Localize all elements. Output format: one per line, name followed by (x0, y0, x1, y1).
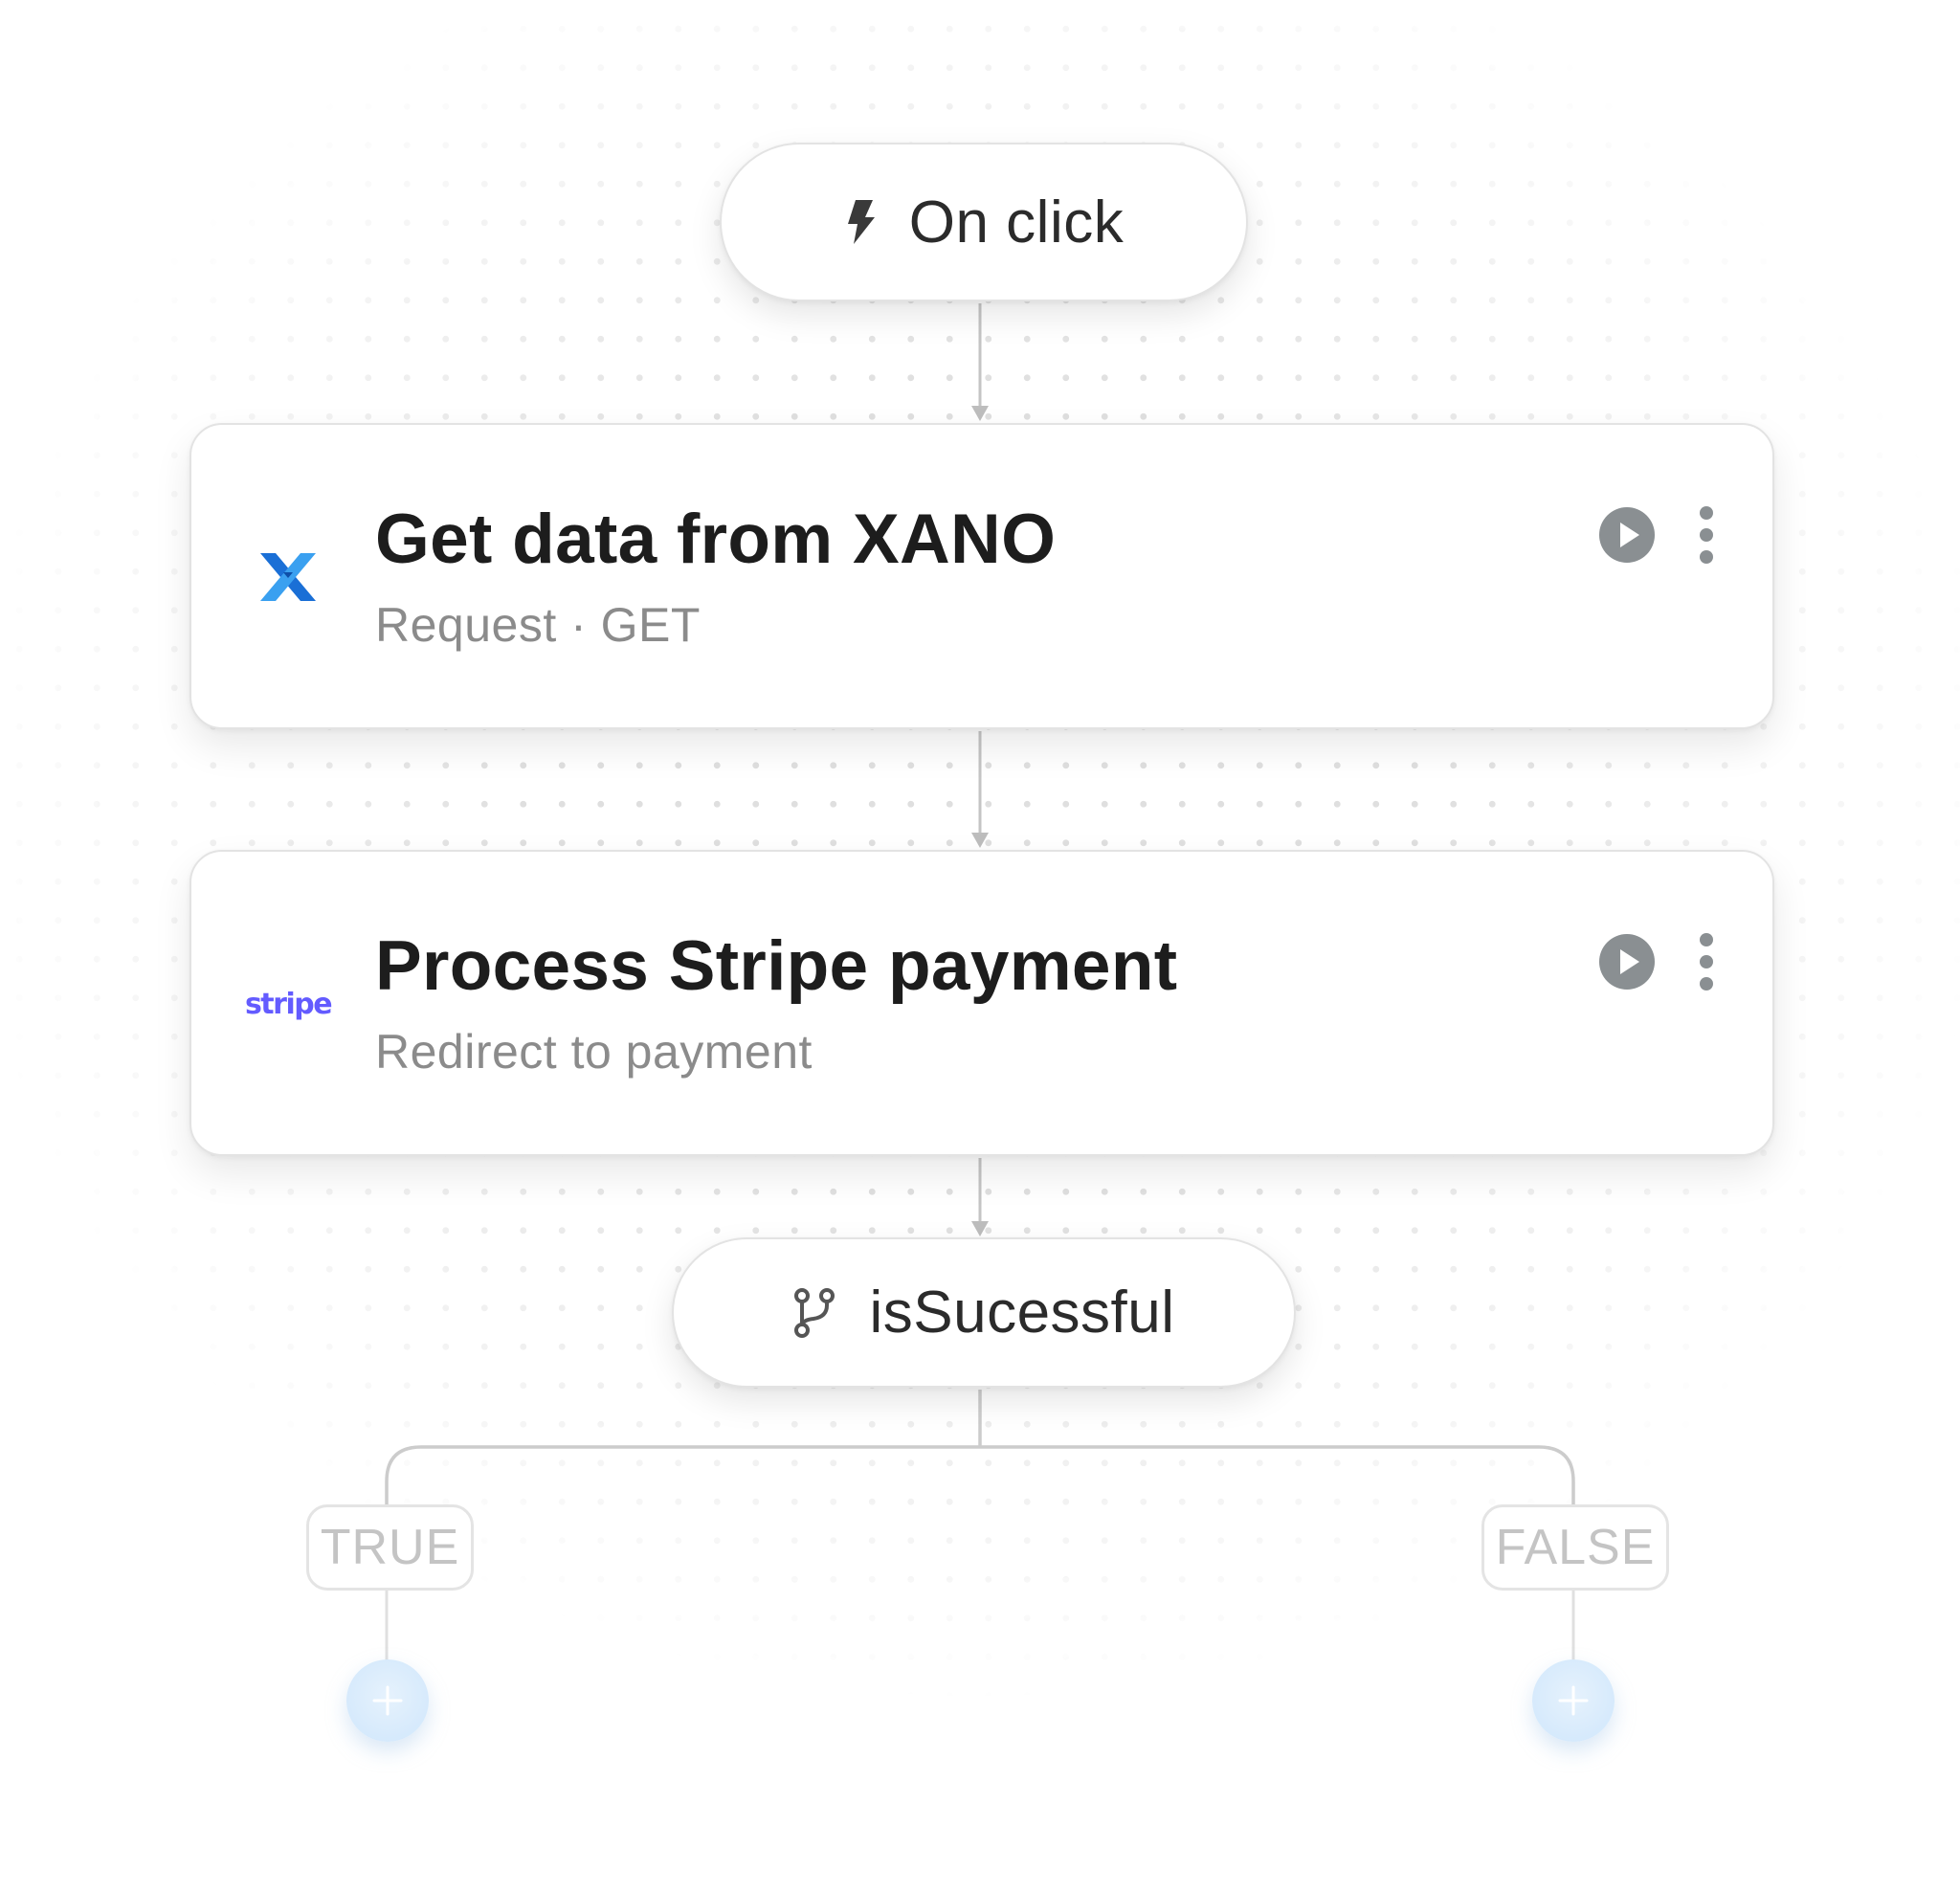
plus-icon (1557, 1684, 1590, 1717)
add-step-false-button[interactable] (1532, 1659, 1615, 1742)
plus-icon (371, 1684, 404, 1717)
step-subtitle: Redirect to payment (375, 1025, 813, 1079)
play-icon[interactable] (1598, 506, 1656, 564)
condition-node[interactable]: isSucessful (672, 1237, 1296, 1388)
branch-true-label: TRUE (306, 1504, 474, 1591)
branch-false-label: FALSE (1481, 1504, 1669, 1591)
add-step-true-button[interactable] (346, 1659, 429, 1742)
xano-logo (251, 540, 325, 614)
play-icon[interactable] (1598, 933, 1656, 991)
more-vertical-icon[interactable] (1692, 503, 1721, 567)
arrowhead-condition (971, 1221, 989, 1236)
step-subtitle: Request · GET (375, 598, 701, 652)
trigger-label: On click (908, 189, 1125, 256)
branch-icon (792, 1286, 836, 1340)
branch-connector (385, 1390, 1575, 1504)
lightning-icon (844, 198, 877, 246)
step-card-stripe[interactable]: stripe Process Stripe payment Redirect t… (189, 850, 1774, 1156)
trigger-node[interactable]: On click (720, 143, 1248, 301)
arrowhead-xano (971, 406, 989, 421)
step-title: Get data from XANO (375, 501, 1057, 578)
step-title: Process Stripe payment (375, 927, 1178, 1005)
step-card-xano[interactable]: Get data from XANO Request · GET (189, 423, 1774, 729)
stripe-logo-text: stripe (244, 987, 333, 1021)
arrowhead-stripe (971, 833, 989, 848)
stripe-logo: stripe (245, 967, 333, 1041)
condition-label: isSucessful (869, 1280, 1175, 1346)
more-vertical-icon[interactable] (1692, 930, 1721, 993)
